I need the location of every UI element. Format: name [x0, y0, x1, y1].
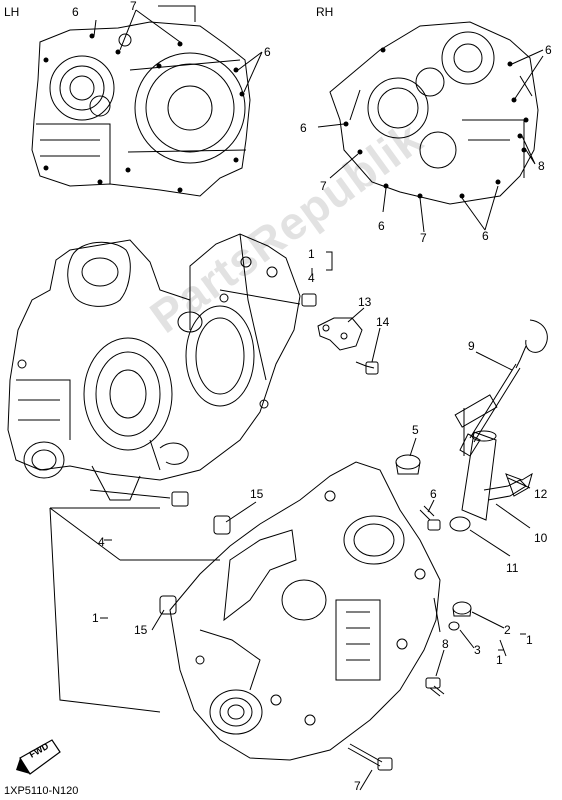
callout-rh-6-top: 6: [545, 43, 552, 57]
dowel-15-lower: [159, 595, 177, 615]
callout-lh-6-right: 6: [264, 45, 271, 59]
callout-1-left: 1: [92, 611, 99, 625]
callout-rh-6-bottom-right: 6: [482, 229, 489, 243]
callout-5: 5: [412, 423, 419, 437]
o-ring-11: [449, 516, 471, 532]
bolt-14: [355, 361, 379, 375]
lh-label: LH: [4, 5, 20, 19]
lh-crankcase-outline: [31, 21, 251, 197]
diagram-code: 1XP5110-N120: [4, 785, 79, 797]
callout-rh-6-bottom: 6: [378, 219, 385, 233]
rh-crankcase-outline: [329, 21, 539, 205]
callout-2: 2: [504, 623, 511, 637]
plug-5: [395, 454, 421, 475]
bolt-6-mid: [419, 505, 441, 531]
callout-lh-6: 6: [72, 5, 79, 19]
callout-1-right-b: 1: [496, 653, 503, 667]
callout-rh-7-left: 7: [320, 179, 327, 193]
callout-3: 3: [474, 643, 481, 657]
callout-8-bottom: 8: [442, 637, 449, 651]
rh-crankcase-half: [169, 461, 441, 761]
dowel-15-upper: [213, 515, 231, 535]
lh-crankcase-half: [7, 233, 301, 501]
callout-13: 13: [358, 295, 372, 309]
dowel-pin-lower: [171, 491, 189, 507]
callout-12: 12: [534, 487, 548, 501]
callout-rh-6-left: 6: [300, 121, 307, 135]
callout-9: 9: [468, 339, 475, 353]
plate-13: [317, 317, 363, 351]
callout-10: 10: [534, 531, 548, 545]
callout-14: 14: [376, 315, 390, 329]
callout-15-upper: 15: [250, 487, 264, 501]
fwd-arrow-icon: [16, 739, 61, 775]
callout-rh-8: 8: [538, 159, 545, 173]
callout-4-top: 4: [308, 271, 315, 285]
callout-11: 11: [506, 561, 519, 575]
clamp-12: [505, 472, 533, 497]
tube-10: [454, 394, 527, 521]
callout-rh-7-bottom: 7: [420, 231, 427, 245]
callout-1-right-a: 1: [526, 633, 533, 647]
callout-15-lower: 15: [134, 623, 148, 637]
callout-7-bottom: 7: [354, 779, 361, 793]
dowel-pin-upper: [301, 293, 317, 307]
bolt-8-bottom: [425, 677, 445, 697]
callout-4-left: 4: [98, 535, 105, 549]
callout-1-top: 1: [308, 247, 315, 261]
plug-2: [452, 601, 472, 617]
bolt-7-bottom: [347, 743, 393, 771]
rh-label: RH: [316, 5, 334, 19]
callout-lh-7: 7: [130, 0, 137, 13]
washer-3: [448, 621, 460, 631]
callout-6-mid: 6: [430, 487, 437, 501]
